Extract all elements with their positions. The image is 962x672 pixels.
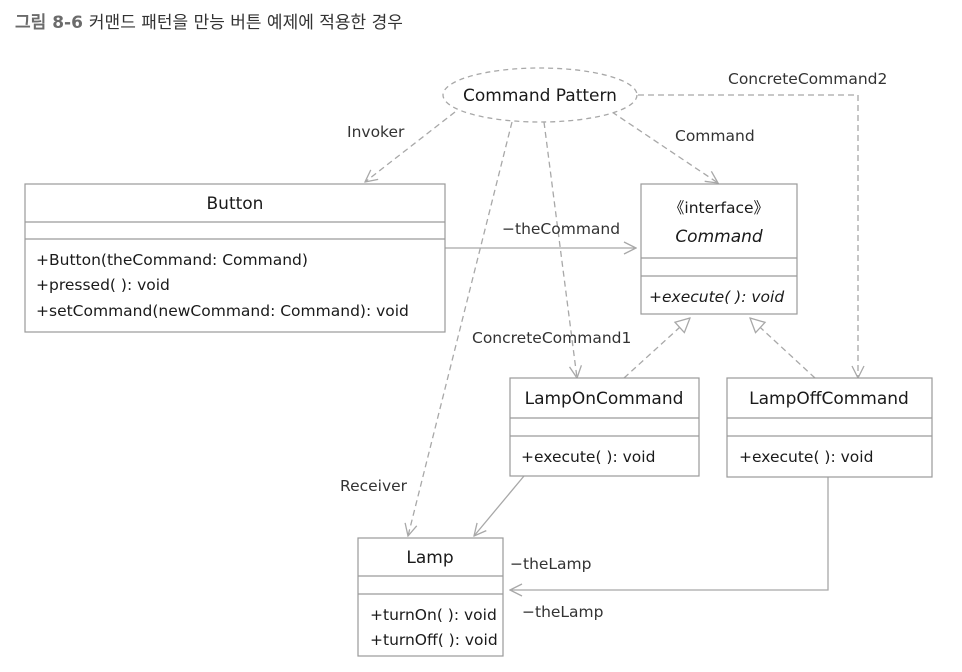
concrete-command1-connector xyxy=(543,121,577,378)
lampon-realizes-command xyxy=(623,318,690,379)
role-labels: Invoker Command ConcreteCommand2 Concret… xyxy=(340,70,887,495)
the-lamp-label-1: −theLamp xyxy=(510,555,592,573)
lamp-on-command-class: LampOnCommand +execute( ): void xyxy=(509,377,700,477)
lamp-on-method-execute: +execute( ): void xyxy=(521,448,655,466)
association-labels: −theCommand −theLamp −theLamp xyxy=(502,220,620,621)
command-method-execute: +execute( ): void xyxy=(649,288,784,306)
lampoff-lamp-association xyxy=(510,477,829,590)
concrete-command2-connector xyxy=(638,94,858,378)
lamp-method-turnon: +turnOn( ): void xyxy=(370,606,497,624)
realization-connectors xyxy=(623,318,816,379)
lampon-lamp-association xyxy=(474,475,525,536)
association-connectors xyxy=(445,248,829,590)
the-lamp-label-2: −theLamp xyxy=(522,603,604,621)
figure-number: 그림 8-6 xyxy=(15,13,83,33)
command-role-label: Command xyxy=(675,127,755,145)
button-class: Button +Button(theCommand: Command) +pre… xyxy=(24,183,446,333)
figure-title: 커맨드 패턴을 만능 버튼 예제에 적용한 경우 xyxy=(88,13,403,33)
command-interface-name: Command xyxy=(675,227,763,247)
lampoff-realizes-command xyxy=(750,318,816,379)
receiver-label: Receiver xyxy=(340,477,408,495)
lamp-on-class-name: LampOnCommand xyxy=(525,389,684,409)
receiver-connector xyxy=(408,121,513,536)
lamp-class-name: Lamp xyxy=(406,548,453,568)
lamp-class: Lamp +turnOn( ): void +turnOff( ): void xyxy=(357,537,504,657)
command-pattern-note: Command Pattern xyxy=(442,67,638,123)
button-method-constructor: +Button(theCommand: Command) xyxy=(36,251,308,269)
pattern-role-connectors xyxy=(365,94,858,536)
concrete-command2-label: ConcreteCommand2 xyxy=(728,70,887,88)
button-method-pressed: +pressed( ): void xyxy=(36,276,170,294)
lamp-off-method-execute: +execute( ): void xyxy=(739,448,873,466)
pattern-label: Command Pattern xyxy=(463,86,617,106)
invoker-label: Invoker xyxy=(347,123,405,141)
pattern-ellipse xyxy=(442,67,638,123)
command-stereotype: 《interface》 xyxy=(669,199,769,217)
lamp-off-command-class: LampOffCommand +execute( ): void xyxy=(726,377,933,478)
command-connector xyxy=(611,111,718,183)
invoker-connector xyxy=(365,111,456,182)
button-method-setcommand: +setCommand(newCommand: Command): void xyxy=(36,302,409,320)
lamp-method-turnoff: +turnOff( ): void xyxy=(370,631,498,649)
the-command-label: −theCommand xyxy=(502,220,620,238)
lamp-off-class-name: LampOffCommand xyxy=(749,389,909,409)
button-class-name: Button xyxy=(207,194,264,214)
command-interface: 《interface》 Command +execute( ): void xyxy=(640,183,798,315)
concrete-command1-label: ConcreteCommand1 xyxy=(472,329,631,347)
